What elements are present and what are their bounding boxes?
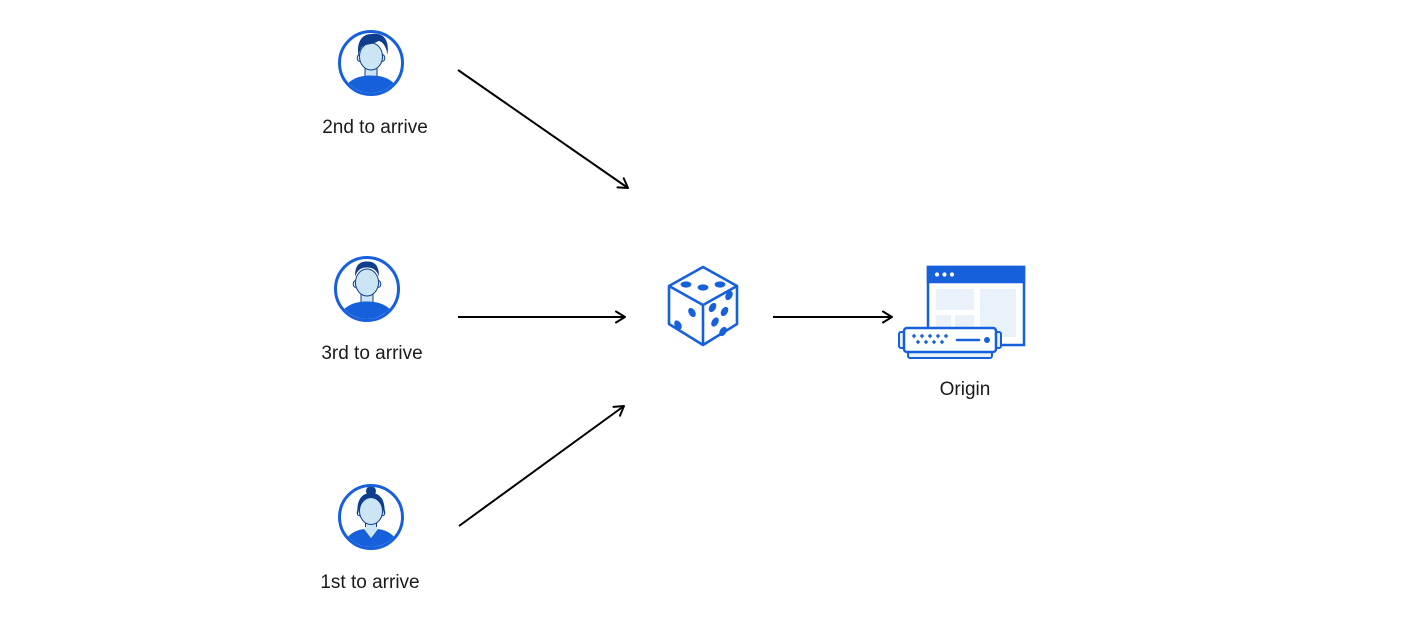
client-node-1st [337, 483, 405, 556]
client-node-2nd [337, 29, 405, 102]
dice-icon [667, 265, 739, 347]
female-avatar-bun-icon [338, 484, 404, 550]
origin-label: Origin [939, 379, 991, 400]
arrow-client-1st-to-dice [458, 405, 625, 527]
client-label-1st: 1st to arrive [320, 572, 420, 593]
dice-node [666, 264, 740, 353]
server-led-grid [911, 333, 949, 345]
male-avatar-short-hair-icon [334, 256, 400, 322]
server-icon [898, 326, 1002, 359]
male-avatar-swept-hair-icon [338, 30, 404, 96]
client-label-2nd: 2nd to arrive [322, 117, 428, 138]
origin-node [896, 264, 1028, 371]
arrow-client-2nd-to-dice [457, 69, 629, 189]
client-node-3rd [333, 255, 401, 328]
client-label-3rd: 3rd to arrive [321, 343, 423, 364]
origin-server-browser-icon [898, 265, 1026, 359]
